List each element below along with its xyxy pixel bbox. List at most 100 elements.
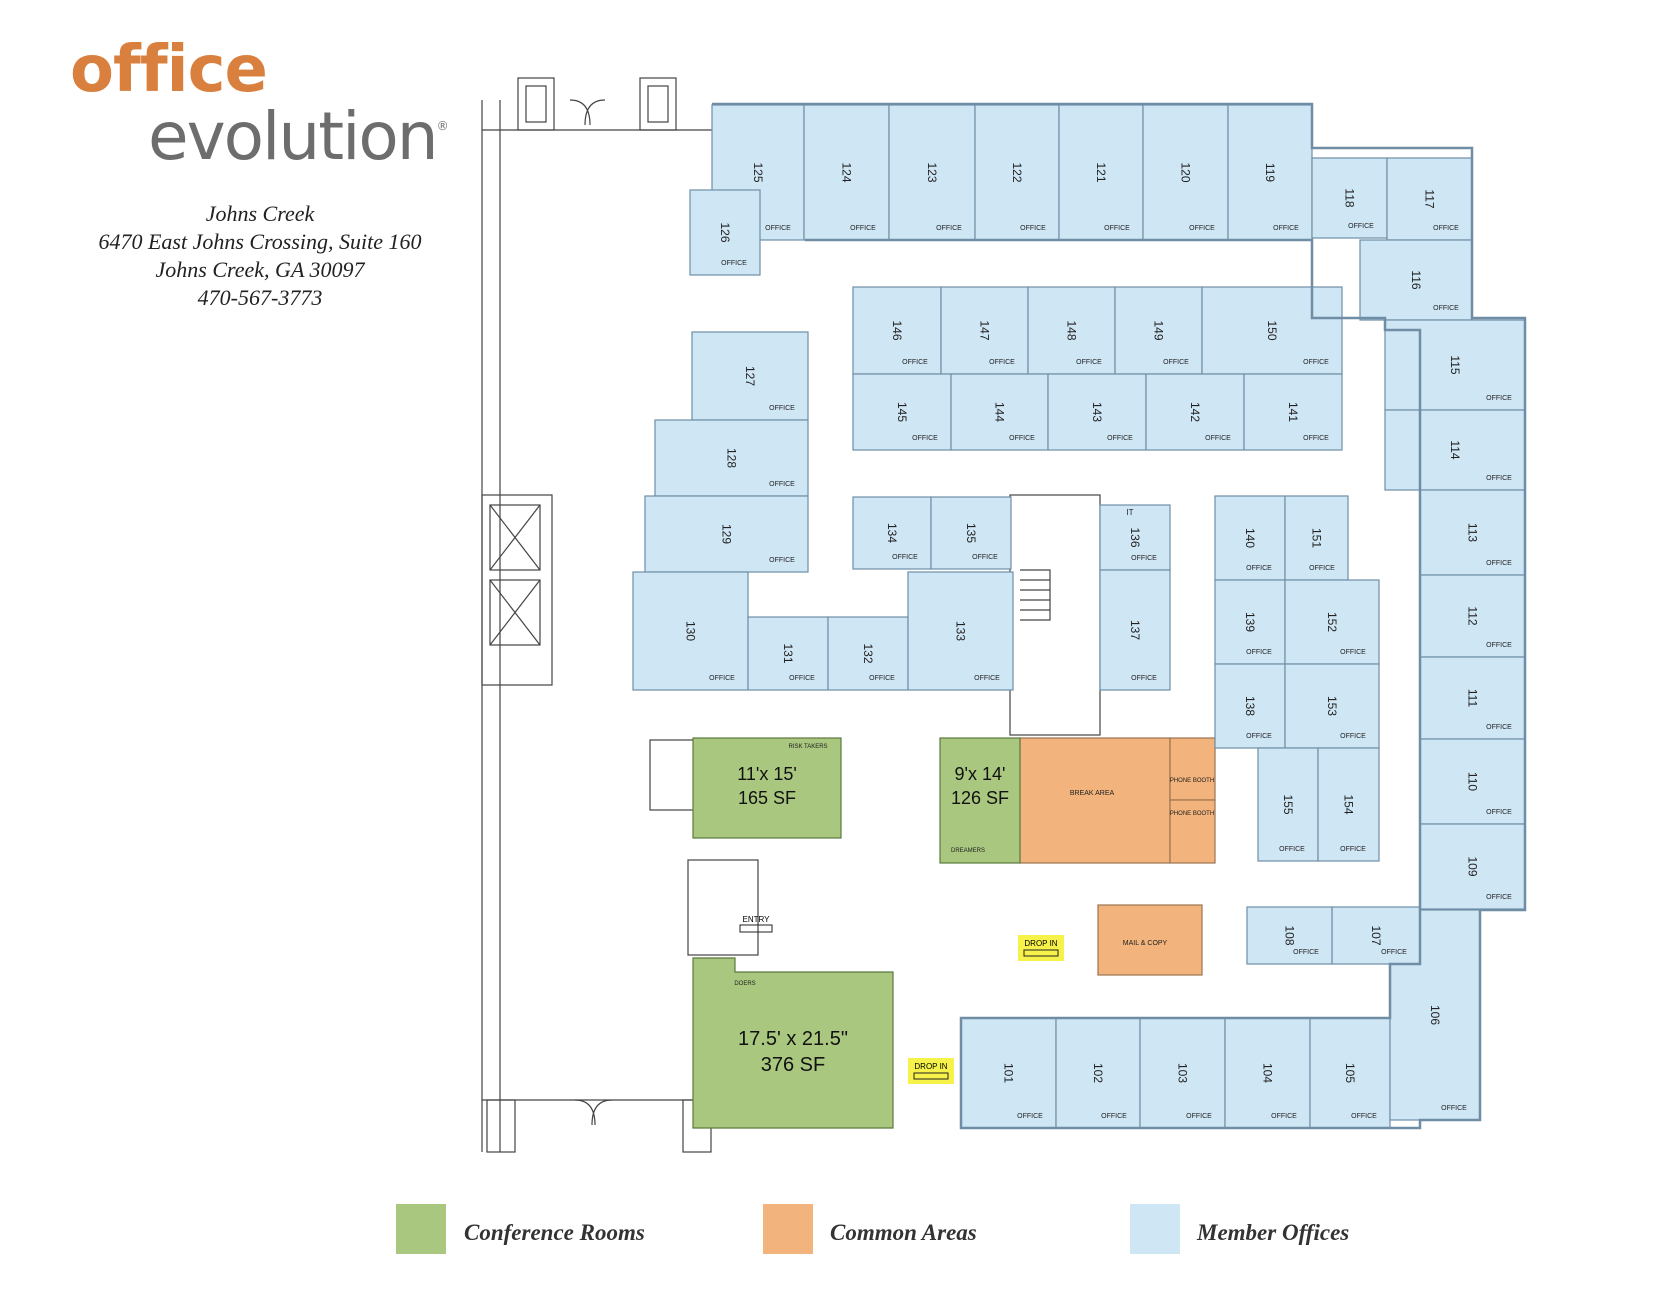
logo-office-text: office — [70, 33, 268, 107]
break-area-label: BREAK AREA — [1070, 790, 1115, 797]
office-tag: OFFICE — [1486, 724, 1512, 731]
room-number-112: 112 — [1466, 606, 1480, 625]
legend-conference-swatch — [396, 1204, 446, 1254]
office-tag: OFFICE — [765, 225, 791, 232]
office-120 — [1142, 104, 1229, 241]
room-number-122: 122 — [1010, 162, 1024, 182]
office-tag: OFFICE — [1186, 1113, 1212, 1120]
office-tag: OFFICE — [1486, 395, 1512, 402]
conference-area-2: 126 SF — [951, 788, 1009, 808]
room-number-152: 152 — [1325, 612, 1339, 632]
room-number-132: 132 — [861, 643, 875, 663]
office-112 — [1419, 574, 1526, 658]
room-number-127: 127 — [743, 366, 757, 386]
office-tag: OFFICE — [789, 675, 815, 682]
office-tag: OFFICE — [1246, 733, 1272, 740]
conference-area-1: 165 SF — [738, 788, 796, 808]
office-154 — [1317, 747, 1380, 862]
room-number-120: 120 — [1179, 162, 1193, 182]
room-number-130: 130 — [684, 621, 698, 641]
conference-tag-3: DOERS — [734, 981, 755, 987]
it-room-label: IT — [1126, 508, 1133, 517]
office-153 — [1284, 663, 1380, 749]
office-tag: OFFICE — [936, 225, 962, 232]
room-number-145: 145 — [895, 402, 909, 422]
office-123 — [888, 104, 976, 241]
room-number-116: 116 — [1409, 270, 1423, 289]
room-number-119: 119 — [1263, 163, 1277, 182]
entry-label: ENTRY — [743, 915, 771, 924]
drop-in-marker — [1023, 949, 1059, 957]
office-tag: OFFICE — [1348, 223, 1374, 230]
phone-booth-label-2: PHONE BOOTH — [1170, 811, 1214, 817]
room-number-139: 139 — [1243, 612, 1257, 632]
office-tag: OFFICE — [1246, 649, 1272, 656]
room-number-102: 102 — [1091, 1063, 1105, 1083]
office-124 — [803, 104, 890, 241]
address-block: Johns Creek 6470 East Johns Crossing, Su… — [40, 200, 480, 312]
phone-booth-1 — [1169, 737, 1216, 801]
room-number-125: 125 — [751, 162, 765, 182]
office-122 — [974, 104, 1060, 241]
room-number-134: 134 — [885, 523, 899, 543]
office-116 — [1359, 239, 1473, 321]
room-number-115: 115 — [1448, 355, 1462, 374]
office-147 — [940, 286, 1029, 375]
office-tag: OFFICE — [912, 435, 938, 442]
office-tag: OFFICE — [1303, 359, 1329, 366]
office-130 — [632, 571, 749, 691]
office-126 — [689, 189, 761, 276]
office-132 — [827, 616, 909, 691]
office-136 — [1099, 504, 1171, 571]
room-number-150: 150 — [1265, 320, 1279, 340]
outer-wall — [712, 102, 1527, 1130]
office-131 — [747, 616, 829, 691]
drop-in-label-2: DROP IN — [914, 1062, 947, 1071]
room-number-153: 153 — [1325, 696, 1339, 716]
office-tag: OFFICE — [1433, 225, 1459, 232]
office-tag: OFFICE — [972, 554, 998, 561]
room-number-106: 106 — [1428, 1005, 1442, 1025]
office-tag: OFFICE — [902, 359, 928, 366]
room-number-142: 142 — [1188, 402, 1202, 422]
room-number-114: 114 — [1448, 440, 1462, 459]
room-number-126: 126 — [718, 222, 732, 242]
room-number-136: 136 — [1128, 527, 1142, 547]
office-tag: OFFICE — [721, 260, 747, 267]
office-tag: OFFICE — [769, 557, 795, 564]
conference-room-2 — [939, 737, 1021, 864]
office-tag: OFFICE — [1246, 565, 1272, 572]
office-105 — [1309, 1017, 1391, 1129]
room-number-107: 107 — [1369, 925, 1383, 945]
office-tag: OFFICE — [1163, 359, 1189, 366]
phone-number: 470-567-3773 — [197, 285, 323, 310]
room-number-105: 105 — [1343, 1063, 1357, 1083]
office-tag: OFFICE — [1486, 894, 1512, 901]
office-102 — [1055, 1017, 1141, 1129]
office-tag: OFFICE — [1381, 949, 1407, 956]
office-tag: OFFICE — [1076, 359, 1102, 366]
room-number-124: 124 — [840, 162, 854, 182]
legend-office-label: Member Offices — [1197, 1220, 1350, 1245]
room-number-101: 101 — [1002, 1063, 1016, 1083]
office-tag: OFFICE — [1486, 809, 1512, 816]
conference-tag-1: RISK TAKERS — [788, 744, 827, 750]
office-tag: OFFICE — [1486, 560, 1512, 567]
conference-size-2: 9'x 14' — [955, 764, 1006, 784]
office-141 — [1243, 373, 1343, 451]
office-tag: OFFICE — [1020, 225, 1046, 232]
office-143 — [1047, 373, 1147, 451]
office-tag: OFFICE — [1486, 475, 1512, 482]
office-tag: OFFICE — [1101, 1113, 1127, 1120]
registered-mark: ® — [436, 119, 449, 133]
office-tag: OFFICE — [1189, 225, 1215, 232]
office-135 — [930, 496, 1012, 570]
room-number-137: 137 — [1128, 620, 1142, 640]
office-133 — [907, 571, 1014, 691]
room-number-121: 121 — [1094, 162, 1108, 182]
logo-evolution-text: evolution® — [148, 98, 449, 175]
office-tag: OFFICE — [769, 405, 795, 412]
conference-size-3: 17.5' x 21.5" — [738, 1028, 848, 1050]
office-tag: OFFICE — [892, 554, 918, 561]
